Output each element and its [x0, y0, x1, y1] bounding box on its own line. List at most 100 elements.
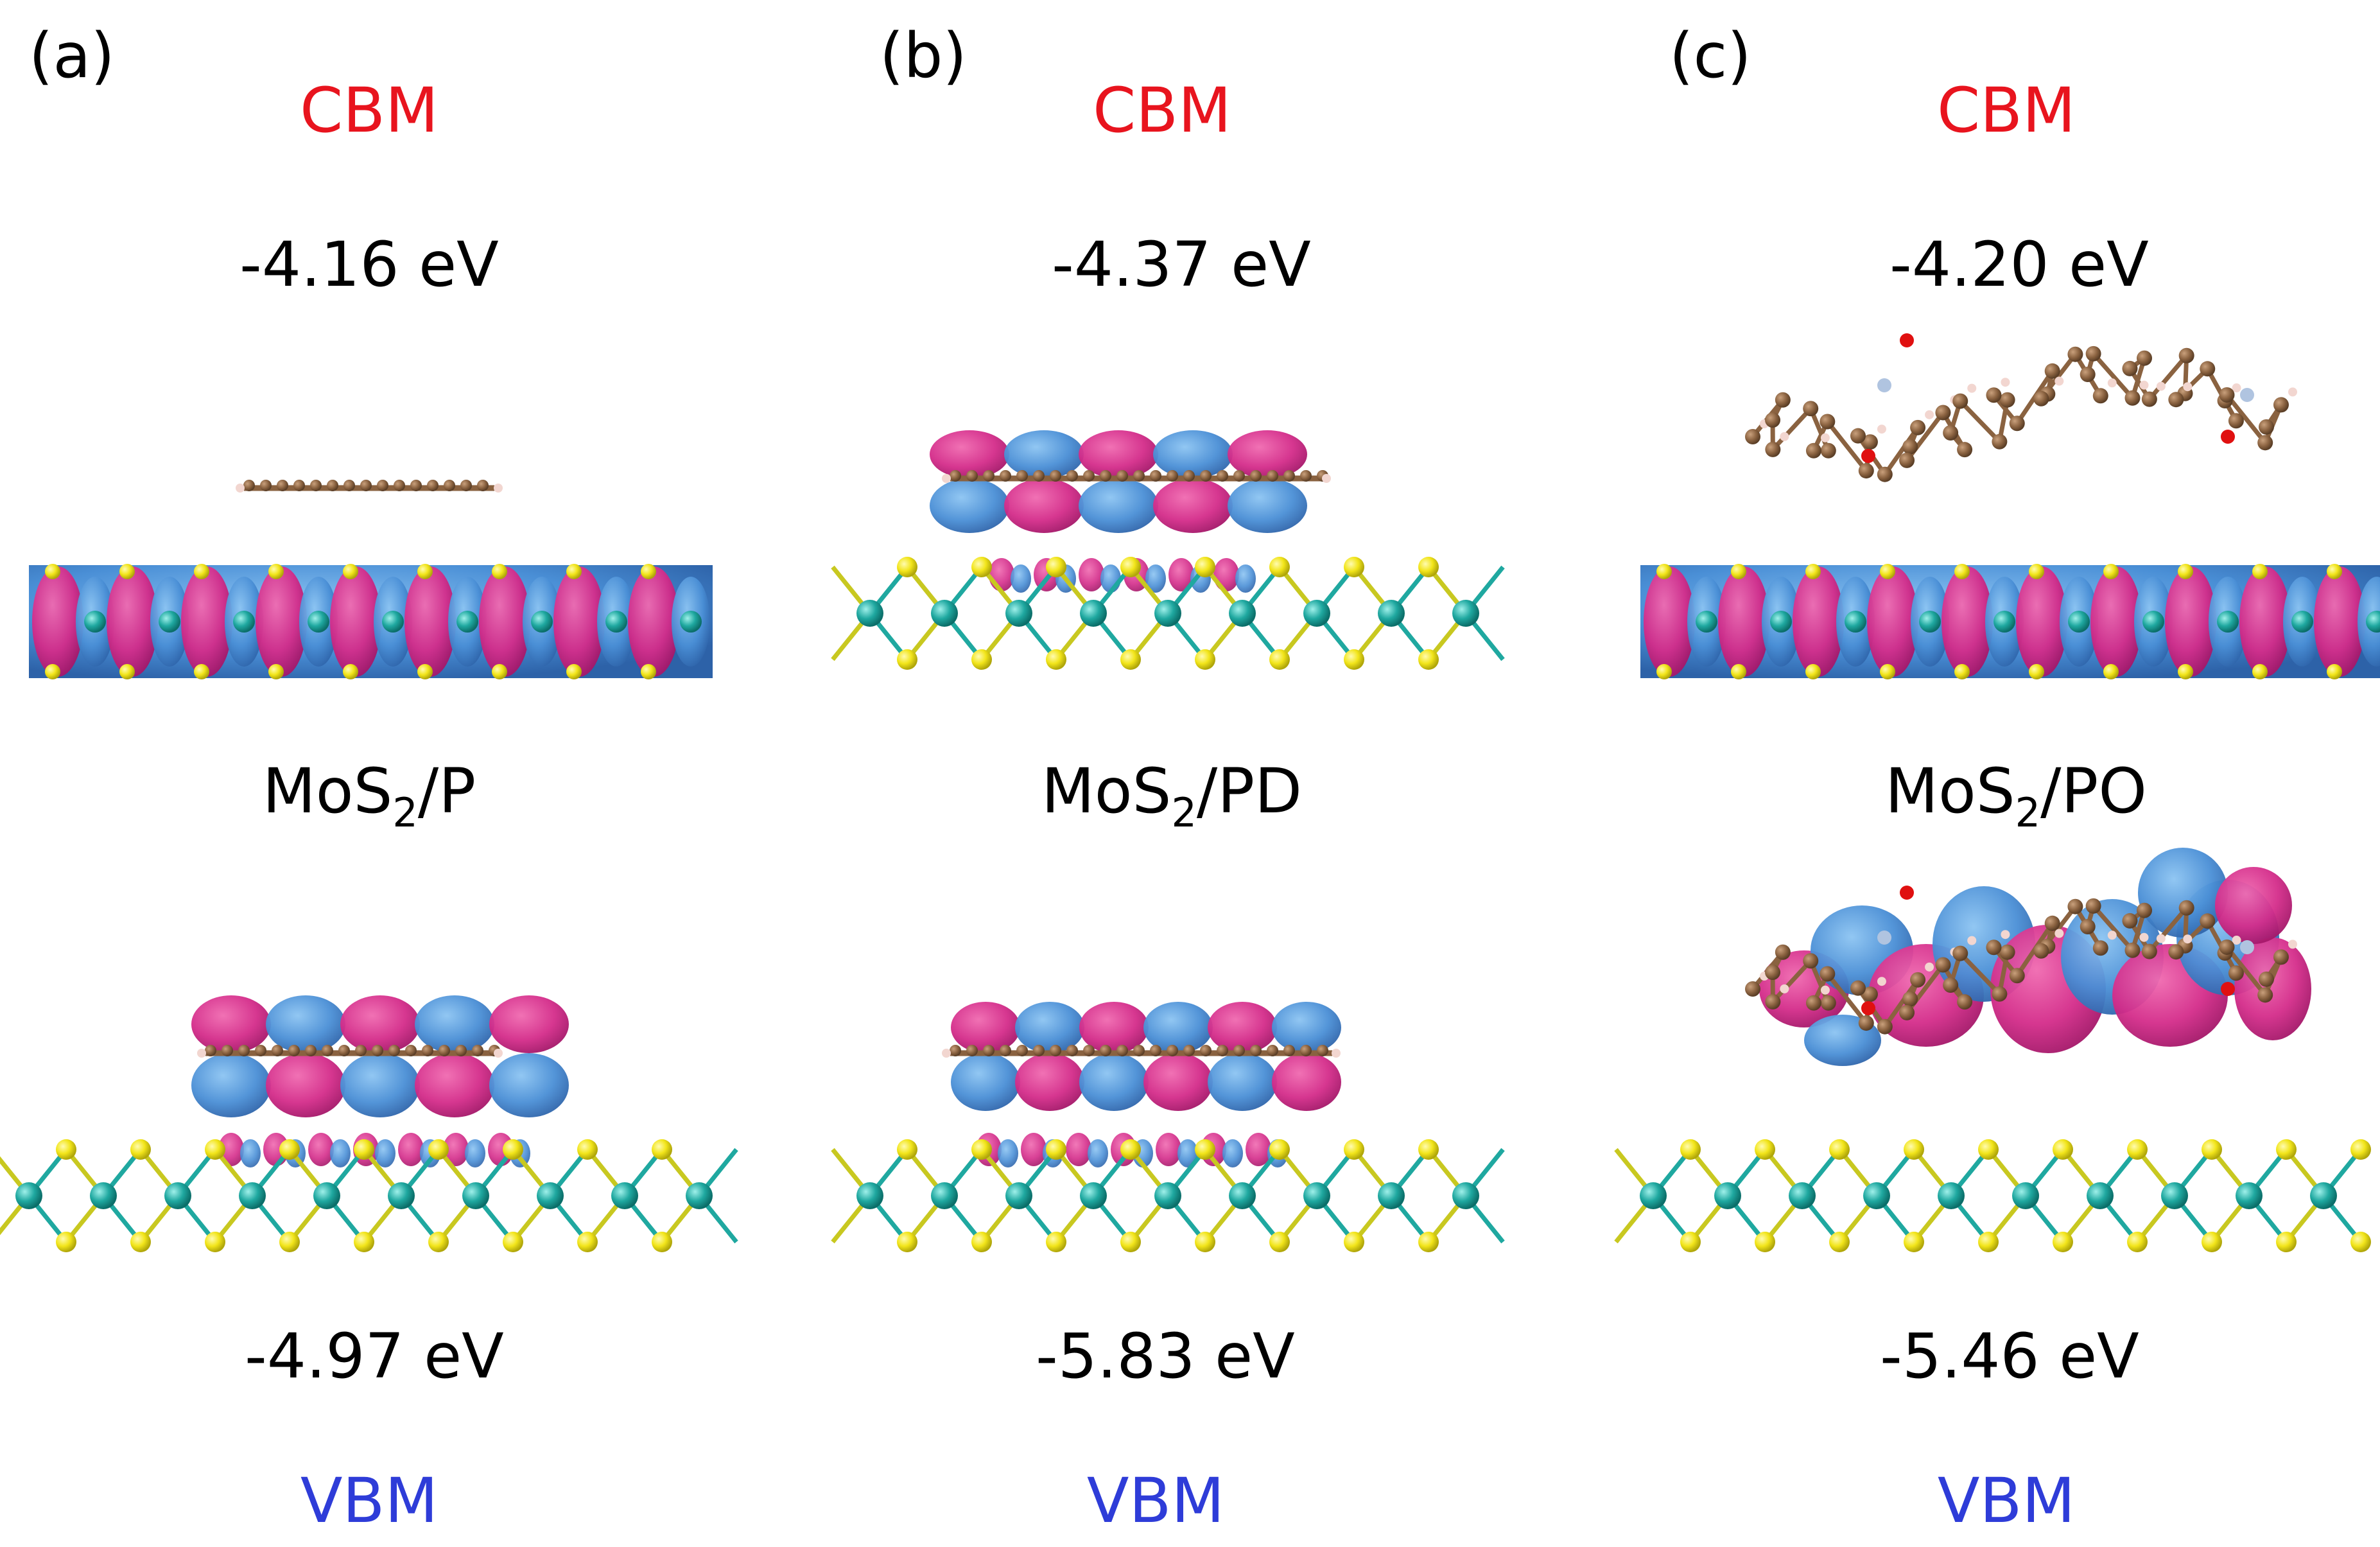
carbon-atom — [1877, 1018, 1893, 1035]
carbon-atom — [2273, 949, 2289, 965]
orbital-lobe — [1079, 478, 1158, 533]
s-atom — [279, 1232, 300, 1252]
s-atom — [1805, 564, 1821, 579]
hydrogen-atom — [494, 1049, 503, 1058]
orbital-lobe — [415, 1053, 494, 1117]
hydrogen-atom — [1780, 432, 1789, 441]
system-base-a: MoS — [263, 755, 393, 827]
orbital-lobe — [398, 1133, 424, 1166]
orbital-lobe — [1153, 478, 1233, 533]
carbon-atom — [2228, 413, 2244, 429]
s-atom — [492, 664, 507, 679]
carbon-atom — [1805, 442, 1821, 459]
s-atom — [417, 664, 433, 679]
carbon-atom — [293, 480, 305, 491]
carbon-atom — [355, 1045, 367, 1056]
orbital-lobe — [1079, 430, 1158, 478]
vbm-label-a: VBM — [300, 1465, 438, 1537]
carbon-atom — [422, 1045, 433, 1056]
s-atom — [2053, 1139, 2073, 1160]
carbon-atom — [205, 1045, 216, 1056]
carbon-atom — [472, 1045, 483, 1056]
mo-atom — [388, 1182, 415, 1209]
mo-atom — [1229, 600, 1256, 627]
mo-atom — [856, 1182, 883, 1209]
s-atom — [1195, 557, 1215, 577]
carbon-atom — [243, 480, 255, 491]
carbon-atom — [1183, 470, 1195, 482]
orbital-lobe — [1272, 1002, 1341, 1053]
s-atom — [2350, 1232, 2371, 1252]
hydrogen-atom — [1925, 962, 1934, 972]
carbon-atom — [1250, 470, 1262, 482]
s-atom — [577, 1232, 598, 1252]
s-atom — [119, 664, 135, 679]
orbital-lobe — [1718, 566, 1769, 677]
orbital-lobe — [240, 1139, 261, 1167]
mo-atom — [1696, 611, 1717, 633]
s-atom — [1656, 564, 1672, 579]
carbon-atom — [388, 1045, 400, 1056]
carbon-atom — [966, 470, 978, 482]
carbon-atom — [1083, 470, 1095, 482]
structure-c-vbm — [1614, 848, 2371, 1252]
orbital-lobe — [489, 1053, 569, 1117]
carbon-atom — [2200, 913, 2216, 929]
s-atom — [1755, 1139, 1775, 1160]
hydrogen-atom — [2139, 932, 2149, 942]
carbon-atom — [1992, 433, 2008, 450]
carbon-atom — [2122, 360, 2138, 376]
orbital-lobe — [340, 995, 420, 1053]
s-atom — [194, 564, 209, 579]
orbital-lobe — [1143, 1053, 1213, 1111]
carbon-atom — [288, 1045, 300, 1056]
mo-atom — [1714, 1182, 1741, 1209]
mo-atom — [1919, 611, 1941, 633]
carbon-atom — [983, 1045, 995, 1056]
carbon-atom — [1820, 995, 1836, 1011]
orbital-lobe — [107, 566, 158, 677]
s-atom — [354, 1139, 374, 1160]
carbon-atom — [1820, 966, 1836, 982]
s-atom — [1829, 1139, 1850, 1160]
carbon-atom — [2009, 415, 2025, 432]
s-atom — [641, 564, 656, 579]
hydrogen-atom — [1820, 433, 1830, 442]
oxygen-atom — [2221, 982, 2235, 996]
s-atom — [1904, 1139, 1924, 1160]
s-atom — [897, 649, 917, 670]
carbon-atom — [1765, 441, 1781, 457]
carbon-atom — [2228, 965, 2244, 981]
carbon-atom — [1862, 434, 1878, 450]
s-atom — [2252, 664, 2268, 679]
c-c-bond — [2225, 393, 2267, 444]
carbon-atom — [2009, 968, 2025, 984]
carbon-atom — [1775, 944, 1791, 960]
hydrogen-atom — [2054, 929, 2064, 938]
orbital-lobe — [1222, 1139, 1243, 1167]
orbital-lobe — [1153, 430, 1233, 478]
orbital-lobe — [191, 995, 271, 1053]
carbon-atom — [1167, 470, 1178, 482]
mo-atom — [2012, 1182, 2039, 1209]
carbon-atom — [405, 1045, 417, 1056]
orbital-lobe — [32, 566, 83, 677]
carbon-atom — [1910, 419, 1926, 435]
s-atom — [130, 1232, 151, 1252]
mo-atom — [90, 1182, 117, 1209]
orbital-lobe — [340, 1053, 420, 1117]
mo-atom — [1789, 1182, 1816, 1209]
hydrogen-atom — [2054, 376, 2064, 386]
structure-a-vbm — [0, 995, 738, 1252]
s-atom — [2103, 664, 2119, 679]
carbon-atom — [1803, 953, 1819, 969]
s-atom — [1680, 1139, 1701, 1160]
structure-c-cbm — [1640, 333, 2380, 679]
s-atom — [2327, 664, 2342, 679]
s-atom — [2127, 1232, 2148, 1252]
carbon-atom — [1765, 993, 1781, 1009]
orbital-lobe — [2016, 566, 2067, 677]
carbon-atom — [338, 1045, 350, 1056]
carbon-atom — [1016, 470, 1028, 482]
mo-atom — [2217, 611, 2239, 633]
